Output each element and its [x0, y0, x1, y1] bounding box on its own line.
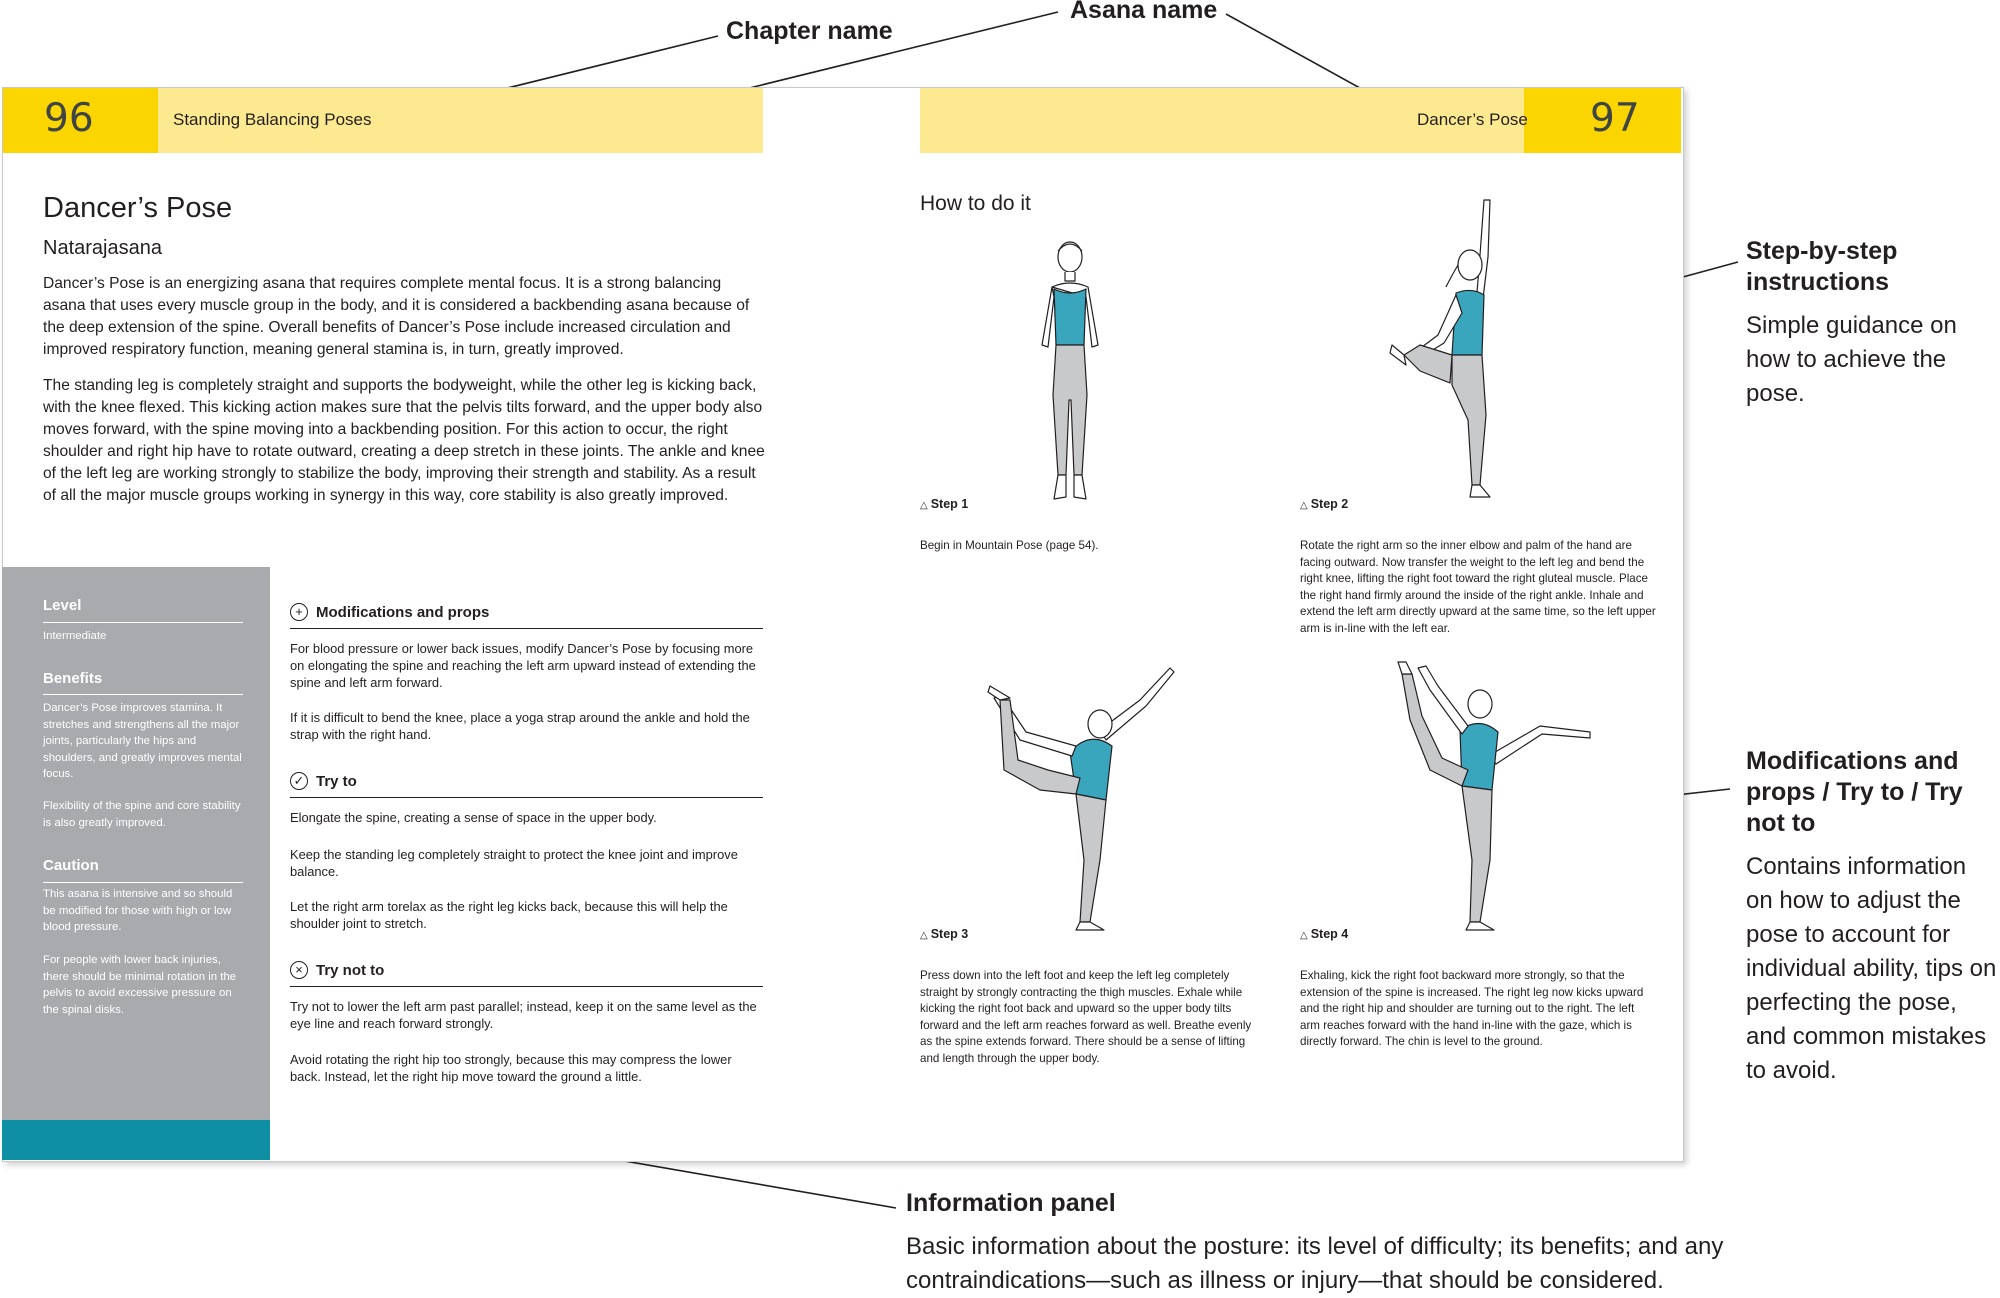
level-rule [43, 622, 243, 623]
try-to-text-3: Let the right arm torelax as the right l… [290, 899, 728, 931]
modifications-heading: Modifications and props [316, 604, 490, 621]
step-3-illustration [987, 667, 1175, 931]
modifications-text-1: For blood pressure or lower back issues,… [290, 641, 756, 690]
how-to-title: How to do it [920, 192, 1031, 215]
step-2-illustration [1389, 199, 1491, 498]
step-3-label: △Step 3 [920, 927, 968, 941]
right-page-number: 97 [1590, 96, 1640, 141]
benefits-text-2: Flexibility of the spine and core stabil… [43, 800, 241, 829]
asana-name-annotation: Asana name [1070, 0, 1218, 24]
step-4-label: △Step 4 [1300, 927, 1348, 941]
try-not-to-text-2: Avoid rotating the right hip too strongl… [290, 1052, 732, 1084]
try-to-rule [290, 797, 763, 798]
modifications-rule [290, 628, 763, 629]
caution-heading: Caution [43, 857, 99, 874]
try-to-text-2: Keep the standing leg completely straigh… [290, 847, 738, 879]
caution-text-1: This asana is intensive and so should be… [43, 888, 233, 934]
information-panel-annotation-title: Information panel [906, 1189, 1116, 1217]
try-to-heading: Try to [316, 773, 357, 790]
try-to-text-1: Elongate the spine, creating a sense of … [290, 810, 657, 825]
information-panel [2, 567, 270, 1120]
step-icon: △ [920, 930, 928, 941]
intro-paragraph-2: The standing leg is completely straight … [43, 377, 765, 504]
right-page-number-block [1524, 88, 1681, 153]
step-4-text: Exhaling, kick the right foot backward m… [1300, 969, 1644, 1048]
step-4-illustration [1397, 661, 1591, 931]
step-by-step-annotation-text: Simple guidance on how to achieve the po… [1746, 312, 1957, 407]
step-3-label-text: Step 3 [930, 927, 969, 941]
modifications-text-2: If it is difficult to bend the knee, pla… [290, 710, 750, 742]
asana-header: Dancer’s Pose [1417, 110, 1528, 129]
step-2-label-text: Step 2 [1310, 497, 1349, 511]
benefits-rule [43, 694, 243, 695]
x-circle-icon: × [290, 961, 308, 979]
modifications-annotation-text: Contains information on how to adjust th… [1746, 853, 1997, 1084]
left-page-number-block [3, 88, 158, 153]
step-3-text: Press down into the left foot and keep t… [920, 969, 1252, 1065]
benefits-text-1: Dancer’s Pose improves stamina. It stret… [43, 702, 242, 781]
pose-title: Dancer’s Pose [43, 192, 233, 224]
information-panel-strip [2, 1120, 270, 1160]
step-4-label-text: Step 4 [1310, 927, 1349, 941]
right-header-bar [920, 88, 1524, 153]
information-panel-annotation-text: Basic information about the posture: its… [906, 1233, 1724, 1294]
step-2-label: △Step 2 [1300, 497, 1348, 511]
modifications-annotation-title: Modifications and props / Try to / Try n… [1746, 747, 1963, 837]
left-header-bar [158, 88, 763, 153]
try-not-to-heading: Try not to [316, 962, 385, 979]
step-by-step-annotation-title: Step-by-step instructions [1746, 237, 1898, 296]
level-value: Intermediate [43, 630, 107, 642]
caution-rule [43, 882, 243, 883]
plus-circle-icon: + [290, 603, 308, 621]
step-2-text: Rotate the right arm so the inner elbow … [1300, 539, 1656, 635]
check-circle-icon: ✓ [290, 772, 308, 790]
try-not-to-text-1: Try not to lower the left arm past paral… [290, 999, 757, 1031]
caution-text-2: For people with lower back injuries, the… [43, 954, 237, 1016]
step-1-label: △Step 1 [920, 497, 968, 511]
chapter-title: Standing Balancing Poses [173, 110, 372, 129]
pose-sanskrit-name: Natarajasana [43, 237, 162, 259]
try-not-to-rule [290, 986, 763, 987]
benefits-heading: Benefits [43, 670, 103, 687]
step-1-illustration [1041, 241, 1099, 500]
level-heading: Level [43, 597, 82, 614]
step-icon: △ [1300, 930, 1308, 941]
step-icon: △ [1300, 500, 1308, 511]
step-1-text: Begin in Mountain Pose (page 54). [920, 539, 1099, 552]
intro-paragraph-1: Dancer’s Pose is an energizing asana tha… [43, 275, 750, 358]
step-1-label-text: Step 1 [930, 497, 969, 511]
chapter-name-annotation: Chapter name [726, 17, 893, 45]
book-spread [2, 87, 1684, 1162]
step-icon: △ [920, 500, 928, 511]
left-page-number: 96 [44, 96, 94, 141]
